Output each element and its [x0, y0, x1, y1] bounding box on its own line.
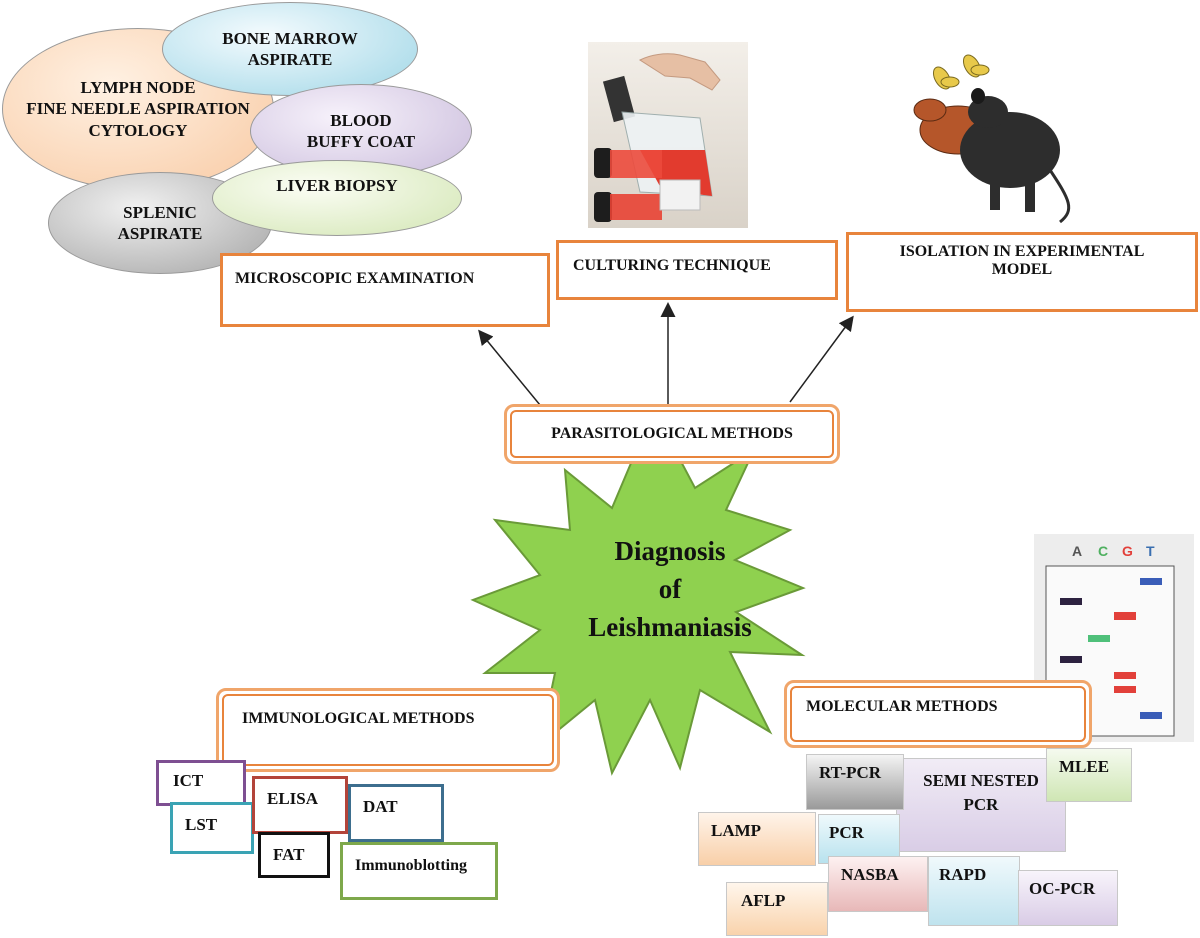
svg-text:G: G — [1122, 543, 1133, 559]
center-line1: Diagnosis — [614, 536, 726, 566]
oc-pcr-box: OC-PCR — [1018, 870, 1118, 926]
blood-line2: BUFFY COAT — [306, 132, 416, 151]
lymph-node-line2: FINE NEEDLE ASPIRATION — [26, 99, 250, 119]
svg-text:T: T — [1146, 543, 1155, 559]
dat-box: DAT — [348, 784, 444, 842]
pcr-label: PCR — [829, 823, 864, 842]
mlee-box: MLEE — [1046, 748, 1132, 802]
immunological-methods-box: IMMUNOLOGICAL METHODS — [216, 688, 560, 772]
ict-box: ICT — [156, 760, 246, 806]
immunological-label: IMMUNOLOGICAL METHODS — [242, 710, 475, 727]
arrow-to-isolation — [789, 315, 854, 403]
culturing-technique-box: CULTURING TECHNIQUE — [556, 240, 838, 300]
lymph-node-line3: CYTOLOGY — [88, 120, 188, 140]
elisa-label: ELISA — [267, 789, 319, 808]
rapd-box: RAPD — [928, 856, 1020, 926]
center-title: Diagnosis of Leishmaniasis — [560, 532, 780, 646]
parasitological-methods-box: PARASITOLOGICAL METHODS — [504, 404, 840, 464]
lst-box: LST — [170, 802, 254, 854]
pcr-box: PCR — [818, 814, 900, 864]
central-star — [470, 428, 806, 776]
semi-nested-line1: SEMI NESTED — [923, 771, 1039, 790]
microscopic-label: MICROSCOPIC EXAMINATION — [235, 270, 475, 287]
bone-marrow-line2: ASPIRATE — [247, 50, 333, 69]
center-line2: of — [658, 574, 682, 604]
lymph-node-line1: LYMPH NODE — [80, 78, 196, 98]
svg-text:A: A — [1072, 543, 1082, 559]
semi-nested-pcr-box: SEMI NESTED PCR — [896, 758, 1066, 852]
aflp-box: AFLP — [726, 882, 828, 936]
oc-pcr-label: OC-PCR — [1029, 879, 1096, 898]
molecular-methods-box: MOLECULAR METHODS — [784, 680, 1092, 748]
splenic-line1: SPLENIC — [123, 202, 197, 222]
fat-label: FAT — [273, 845, 305, 864]
isolation-line2: MODEL — [991, 261, 1053, 278]
molecular-label: MOLECULAR METHODS — [806, 698, 998, 715]
culturing-label: CULTURING TECHNIQUE — [573, 257, 771, 274]
rapd-label: RAPD — [939, 865, 987, 884]
semi-nested-line2: PCR — [963, 795, 999, 814]
immunoblotting-label: Immunoblotting — [355, 857, 468, 874]
bone-marrow-ellipse: BONE MARROW ASPIRATE — [162, 2, 418, 96]
rt-pcr-label: RT-PCR — [819, 763, 882, 782]
center-line3: Leishmaniasis — [588, 612, 752, 642]
rat-with-sandflies-image — [913, 54, 1071, 224]
liver-line1: LIVER BIOPSY — [276, 176, 398, 195]
lamp-label: LAMP — [711, 821, 762, 840]
arrow-to-microscopic — [478, 329, 541, 406]
ict-label: ICT — [173, 771, 204, 790]
elisa-box: ELISA — [252, 776, 348, 834]
fat-box: FAT — [258, 832, 330, 878]
isolation-line1: ISOLATION IN EXPERIMENTAL — [899, 243, 1145, 260]
mlee-label: MLEE — [1059, 757, 1110, 776]
splenic-line2: ASPIRATE — [117, 224, 203, 243]
svg-text:C: C — [1098, 543, 1108, 559]
lst-label: LST — [185, 815, 218, 834]
nasba-box: NASBA — [828, 856, 928, 912]
bone-marrow-line1: BONE MARROW — [222, 28, 358, 48]
rt-pcr-box: RT-PCR — [806, 754, 904, 810]
isolation-model-box: ISOLATION IN EXPERIMENTAL MODEL — [846, 232, 1198, 312]
microscopic-examination-box: MICROSCOPIC EXAMINATION — [220, 253, 550, 327]
nasba-label: NASBA — [841, 865, 899, 884]
dat-label: DAT — [363, 797, 398, 816]
liver-biopsy-ellipse: LIVER BIOPSY — [212, 160, 462, 236]
aflp-label: AFLP — [741, 891, 786, 910]
culture-flask-image — [588, 42, 748, 228]
parasitological-label: PARASITOLOGICAL METHODS — [551, 425, 793, 442]
blood-line1: BLOOD — [330, 110, 392, 130]
lamp-box: LAMP — [698, 812, 816, 866]
immunoblotting-box: Immunoblotting — [340, 842, 498, 900]
